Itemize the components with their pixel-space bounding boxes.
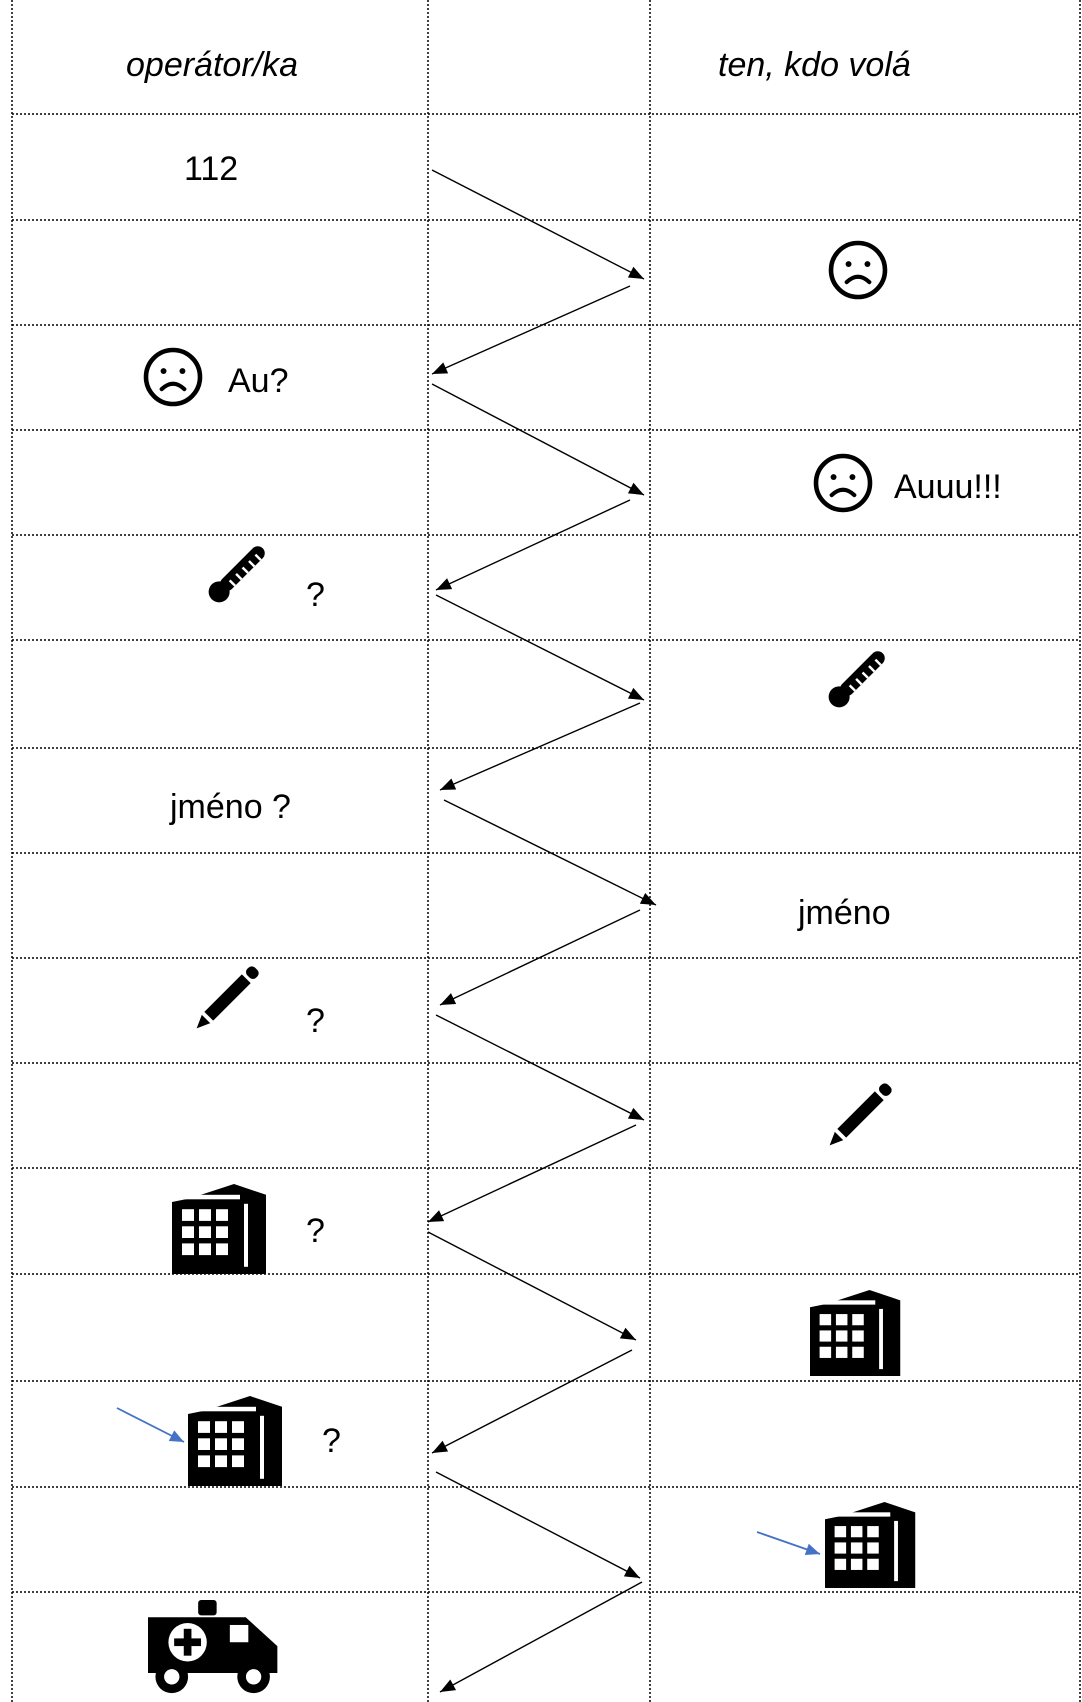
flow-arrow-head	[619, 1327, 636, 1340]
pencil-icon	[196, 966, 259, 1029]
row-5-text: ?	[306, 576, 325, 614]
thermometer-icon	[208, 546, 265, 603]
pointer-arrow-icon	[756, 1531, 821, 1556]
flow-arrow-line	[439, 1581, 643, 1693]
flow-arrow-line	[427, 1124, 637, 1223]
flow-arrow-line	[427, 1231, 637, 1341]
flow-arrow-head	[627, 1107, 644, 1120]
flow-arrow-head	[627, 266, 644, 279]
flow-arrow-line	[439, 702, 641, 791]
header-operator: operátor/ka	[126, 46, 298, 84]
flow-arrow-line	[439, 909, 641, 1006]
row-1-text: 112	[184, 150, 239, 188]
flow-arrow-head	[440, 993, 457, 1005]
flow-arrow-line	[431, 169, 645, 280]
flow-arrow-head	[432, 362, 449, 374]
building-icon	[810, 1290, 901, 1376]
row-8-text: jméno	[798, 894, 891, 932]
building-with-arrow-icon	[188, 1396, 282, 1486]
row-7-text: jméno ?	[170, 788, 291, 826]
flow-arrow-line	[435, 499, 631, 591]
flow-arrow-line	[435, 1014, 645, 1121]
sad-face-icon	[828, 240, 888, 300]
flow-arrow-head	[428, 1210, 445, 1222]
thermometer-icon	[828, 651, 885, 708]
row-9-text: ?	[306, 1002, 325, 1040]
sad-face-icon	[143, 347, 203, 407]
sad-face-icon	[813, 453, 873, 513]
flow-arrow-head	[436, 578, 453, 590]
ambulance-icon	[147, 1600, 278, 1694]
flow-arrow-head	[623, 1565, 640, 1578]
row-13-text: ?	[322, 1422, 341, 1460]
flow-arrow-line	[431, 383, 645, 496]
header-caller: ten, kdo volá	[718, 46, 911, 84]
flow-arrow-line	[435, 1471, 641, 1579]
row-4-text: Auuu!!!	[894, 468, 1002, 506]
building-with-arrow-icon	[825, 1502, 916, 1588]
building-icon	[172, 1184, 266, 1274]
row-11-text: ?	[306, 1212, 325, 1250]
flow-arrow-line	[431, 285, 631, 375]
flow-arrow-line	[431, 1349, 633, 1454]
flow-arrow-head	[432, 1440, 449, 1453]
flow-arrow-head	[440, 778, 457, 790]
row-3-text: Au?	[228, 362, 289, 400]
pencil-icon	[829, 1083, 892, 1146]
flow-arrow-line	[443, 799, 657, 906]
pointer-arrow-icon	[116, 1407, 185, 1443]
flow-arrow-line	[435, 594, 645, 701]
flow-arrow-head	[440, 1679, 457, 1692]
flow-arrow-head	[627, 687, 644, 700]
flow-arrow-head	[639, 892, 656, 905]
flow-arrow-head	[627, 482, 644, 495]
